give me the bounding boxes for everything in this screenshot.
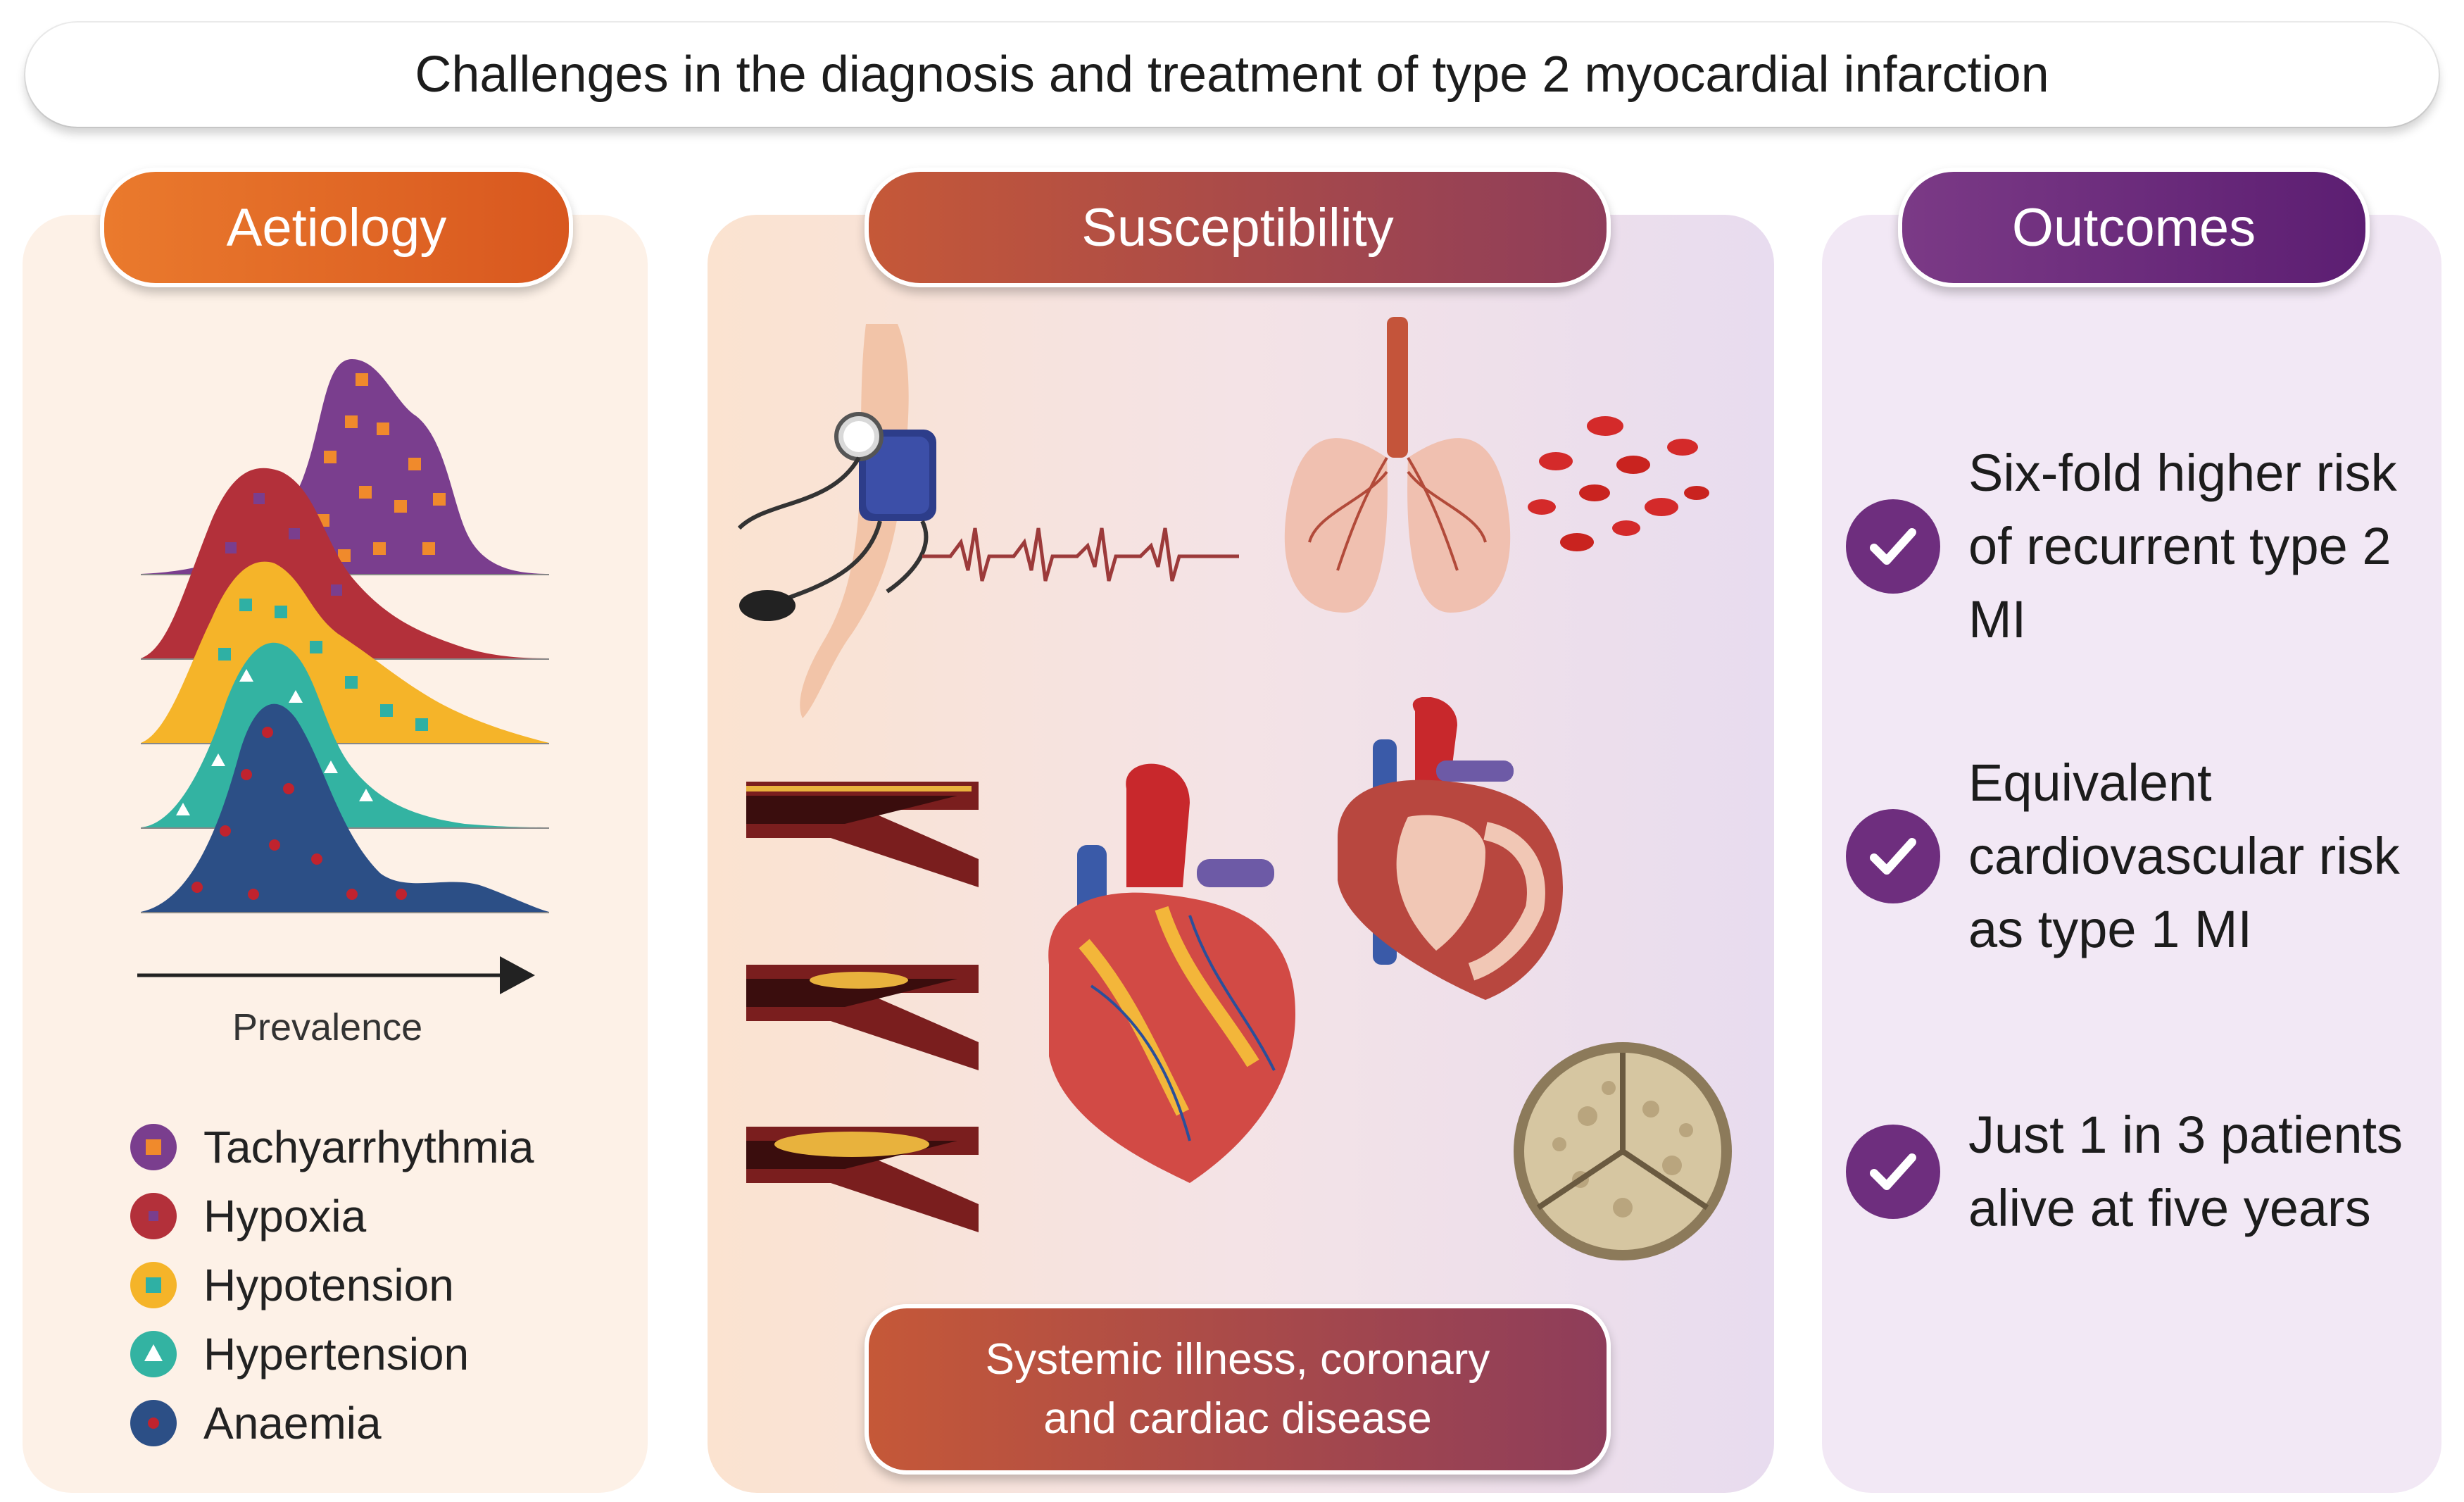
outcomes-header: Outcomes <box>1898 168 2370 287</box>
outcome-line: cardiovascular risk <box>1968 827 2400 885</box>
outcome-line: MI <box>1968 590 2027 649</box>
legend-label: Tachyarrhythmia <box>203 1122 534 1172</box>
outcome-line: Equivalent <box>1968 753 2212 812</box>
legend-item-anaemia: Anaemia <box>130 1389 534 1458</box>
aortic-valve-icon <box>1514 1042 1732 1260</box>
footer-line-2: and cardiac disease <box>1043 1394 1432 1443</box>
ridge-anaemia <box>141 703 549 912</box>
prevalence-label: Prevalence <box>232 1006 423 1049</box>
outcome-line: Six-fold higher risk <box>1968 444 2397 502</box>
outcome-item: Six-fold higher risk of recurrent type 2… <box>1846 437 2423 656</box>
outcome-item: Equivalent cardiovascular risk as type 1… <box>1846 746 2423 966</box>
legend-label: Anaemia <box>203 1398 382 1448</box>
outcome-item: Just 1 in 3 patients alive at five years <box>1846 1099 2423 1245</box>
ridge-tachyarrhythmia <box>141 359 549 574</box>
square-marker-icon <box>130 1262 177 1308</box>
square-marker-icon <box>130 1124 177 1170</box>
check-icon <box>1846 499 1940 594</box>
atherosclerotic-arteries-icon <box>746 782 979 1232</box>
lungs-icon <box>1284 317 1511 613</box>
triangle-marker-icon <box>130 1331 177 1377</box>
legend-item-hypotension: Hypotension <box>130 1251 534 1320</box>
blood-pressure-cuff-icon <box>737 324 936 718</box>
legend-label: Hypoxia <box>203 1191 367 1241</box>
aetiology-header: Aetiology <box>100 168 573 287</box>
susceptibility-header: Susceptibility <box>865 168 1611 287</box>
legend-item-hypertension: Hypertension <box>130 1320 534 1389</box>
susceptibility-footer: Systemic illness, coronary and cardiac d… <box>865 1304 1611 1475</box>
outcome-line: alive at five years <box>1968 1179 2371 1237</box>
outcome-line: of recurrent type 2 <box>1968 517 2391 575</box>
aetiology-ridgeline-plot <box>141 359 549 913</box>
prevalence-arrow <box>137 956 535 994</box>
outcome-line: Just 1 in 3 patients <box>1968 1106 2403 1164</box>
ecg-trace-icon <box>922 527 1239 582</box>
square-marker-icon <box>130 1193 177 1239</box>
circle-marker-icon <box>130 1400 177 1446</box>
legend-item-tachyarrhythmia: Tachyarrhythmia <box>130 1113 534 1182</box>
aetiology-legend: Tachyarrhythmia Hypoxia Hypotension Hype… <box>130 1113 534 1458</box>
heart-exterior-icon <box>1048 763 1295 1183</box>
check-icon <box>1846 809 1940 903</box>
legend-label: Hypertension <box>203 1329 470 1379</box>
legend-label: Hypotension <box>203 1260 454 1310</box>
footer-line-1: Systemic illness, coronary <box>985 1335 1490 1384</box>
legend-item-hypoxia: Hypoxia <box>130 1182 534 1251</box>
page-title: Challenges in the diagnosis and treatmen… <box>25 23 2439 127</box>
check-icon <box>1846 1125 1940 1219</box>
red-blood-cells-icon <box>1528 416 1709 551</box>
heart-cross-section-icon <box>1338 697 1563 1000</box>
outcome-line: as type 1 MI <box>1968 900 2253 958</box>
